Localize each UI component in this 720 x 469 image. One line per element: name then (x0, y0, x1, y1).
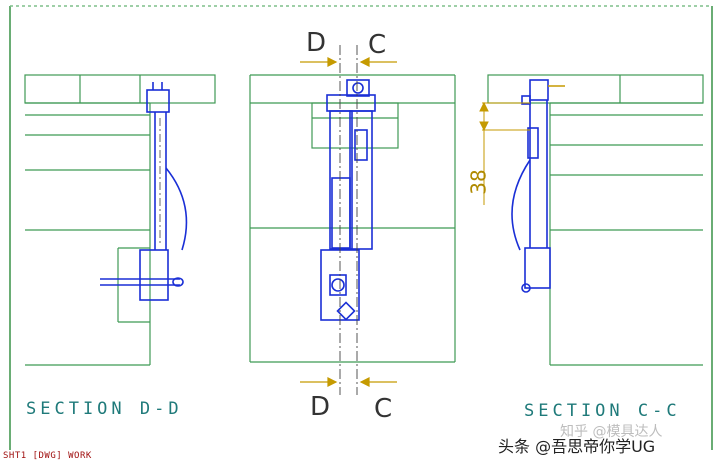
sheet-status-text: SHT1 [DWG] WORK (3, 451, 92, 461)
section-letter-c-bottom: C (374, 394, 393, 424)
section-letter-c-top: C (368, 30, 387, 60)
dimension-38 (479, 101, 530, 205)
section-dd-label: SECTION D-D (26, 399, 183, 419)
center-axes (339, 45, 358, 395)
clamp-part-center (320, 79, 376, 321)
section-letter-d-bottom: D (310, 392, 331, 422)
watermark-toutiao: 头条 @吾思帝你学UG (498, 437, 656, 456)
drawing-frame (9, 5, 713, 450)
view-section-cc (487, 74, 704, 366)
section-cc-label: SECTION C-C (524, 401, 681, 421)
clamp-part-cc (511, 79, 565, 293)
clamp-part-dd (100, 82, 188, 301)
section-arrows (300, 57, 397, 387)
section-letter-d-top: D (306, 28, 327, 58)
dimension-38-text: 38 (466, 169, 491, 195)
watermark-zhihu: 知乎 @模具达人 (560, 424, 663, 440)
